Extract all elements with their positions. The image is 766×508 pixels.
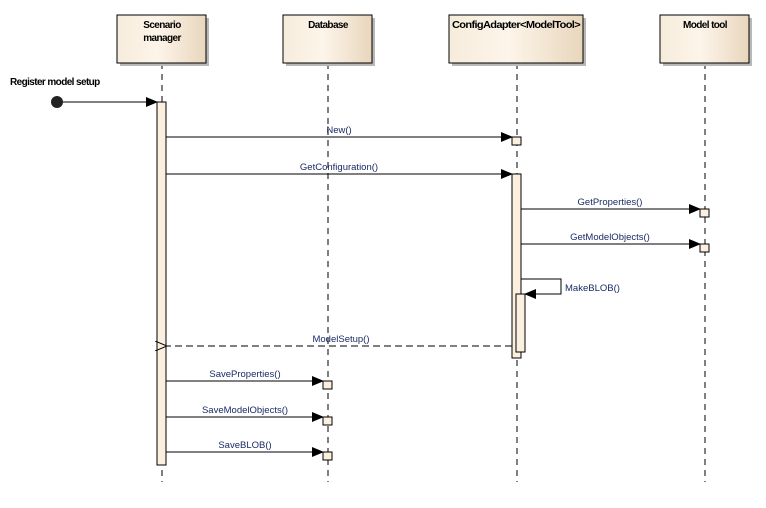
activation-model-tool: [699, 208, 710, 218]
initial-node-icon: [51, 96, 63, 108]
activation-model-tool: [699, 243, 710, 253]
activation-database: [322, 416, 333, 426]
activation-config-adapter-new: [511, 136, 522, 146]
activation-make-blob: [515, 293, 526, 353]
message-label: SaveProperties(): [209, 369, 280, 380]
message-label: GetModelObjects(): [570, 232, 650, 243]
message-label: GetConfiguration(): [300, 162, 378, 173]
message-label: GetProperties(): [578, 197, 643, 208]
activation-database: [322, 451, 333, 461]
lifeline-header-database[interactable]: Database: [282, 14, 375, 66]
initial-message-label: Register model setup: [10, 77, 100, 88]
activation-scenario-manager: [156, 101, 167, 466]
self-message-arrow[interactable]: [521, 278, 562, 299]
message-label: SaveBLOB(): [218, 440, 271, 451]
lifeline-name: manager: [143, 33, 181, 44]
lifeline-name: Scenario: [143, 20, 181, 31]
message-label: New(): [326, 125, 351, 136]
message-label: MakeBLOB(): [565, 283, 620, 294]
lifeline-name: Model tool: [683, 20, 728, 31]
lifeline-header-config-adapter[interactable]: ConfigAdapter<ModelTool>: [448, 14, 586, 66]
lifeline-header-model-tool[interactable]: Model tool: [659, 14, 752, 66]
activation-config-adapter: [511, 173, 522, 359]
message-label: ModelSetup(): [312, 334, 369, 345]
lifeline-name: Database: [308, 20, 349, 31]
lifeline-header-scenario-manager[interactable]: Scenario manager: [116, 14, 209, 66]
activation-database: [322, 380, 333, 390]
message-label: SaveModelObjects(): [202, 405, 288, 416]
lifeline-name: ConfigAdapter<ModelTool>: [452, 20, 581, 31]
